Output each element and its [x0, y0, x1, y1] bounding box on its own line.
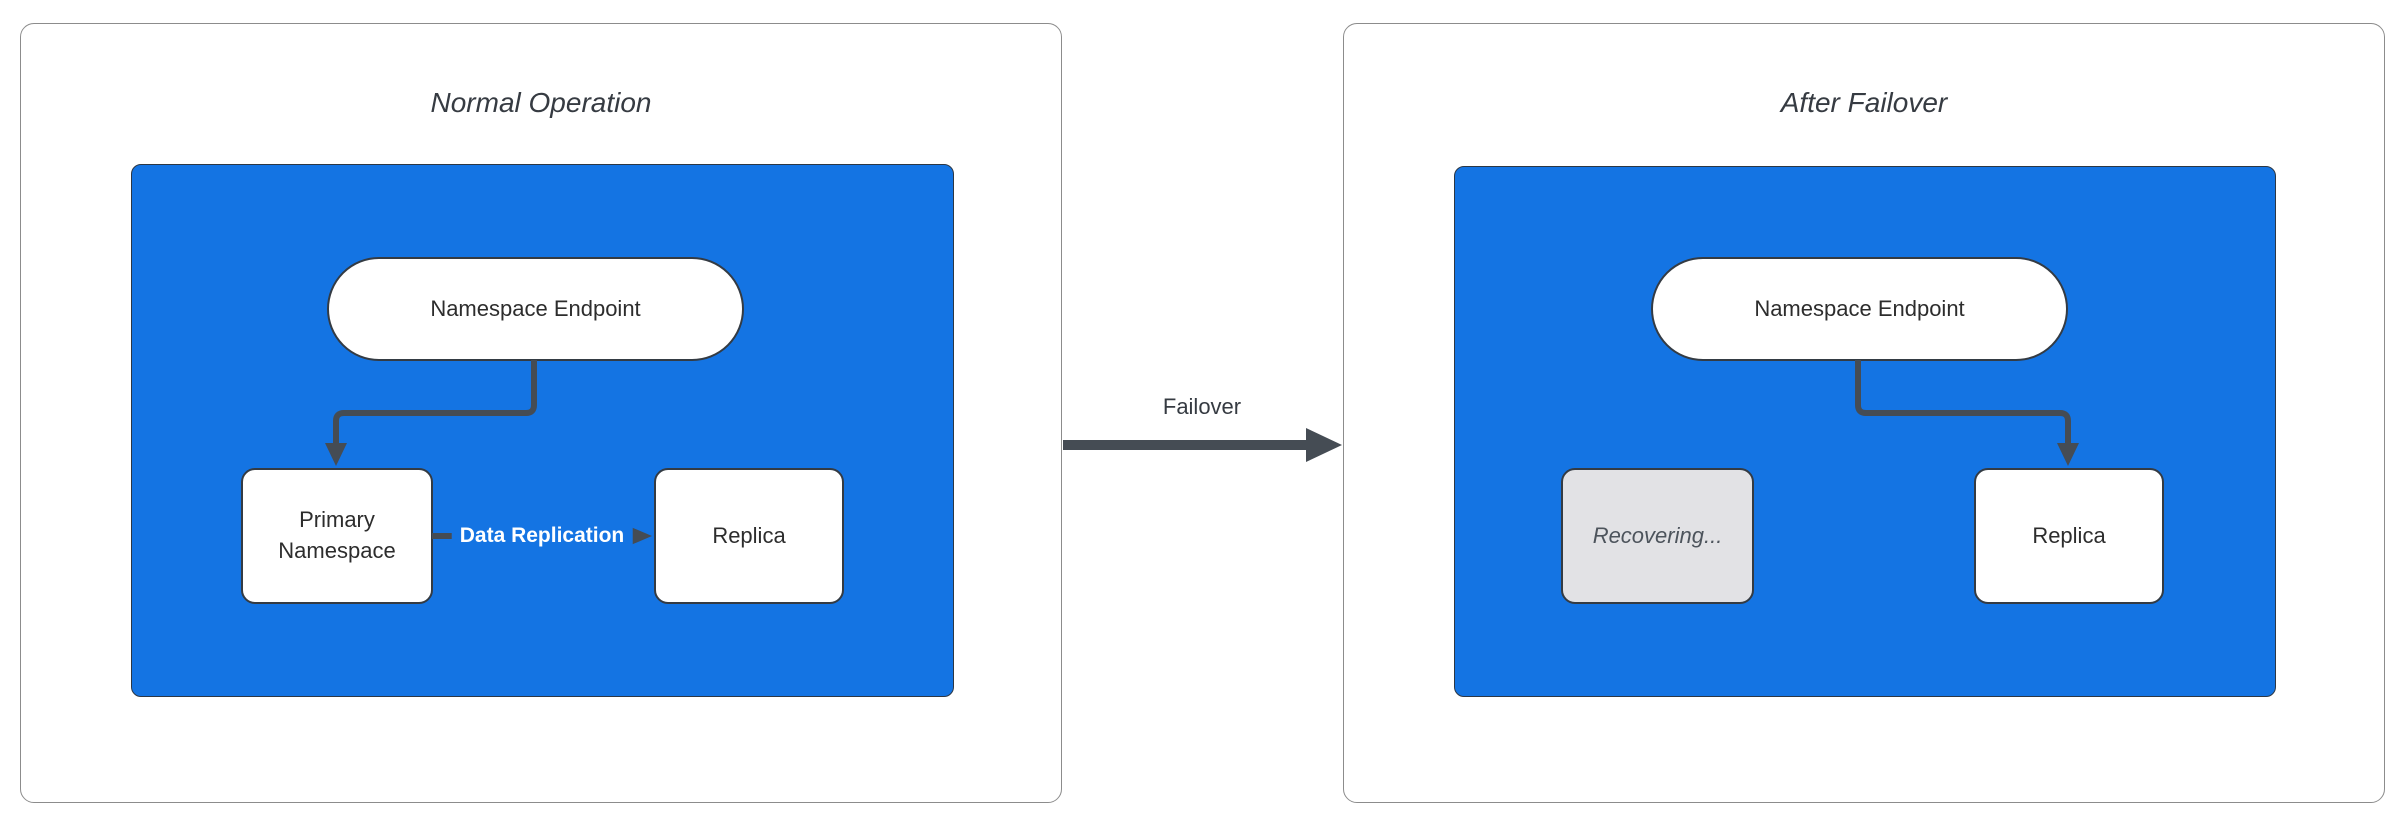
node-namespace-endpoint: Namespace Endpoint [327, 257, 744, 361]
failover-arrowhead-icon [1306, 428, 1342, 462]
node-replica-normal-label: Replica [712, 522, 786, 548]
edge-label-data-replication: Data Replication [451, 521, 633, 551]
node-namespace-endpoint-label: Namespace Endpoint [430, 295, 641, 321]
cluster-normal-container [131, 164, 954, 697]
node-replica-after: Replica [1974, 468, 2164, 604]
node-recovering-label: Recovering... [1592, 522, 1723, 548]
node-primary-namespace-label: Primary Namespace [278, 507, 396, 563]
node-primary-namespace: Primary Namespace [241, 468, 433, 604]
node-replica-after-label: Replica [2032, 522, 2106, 548]
cluster-after-container [1454, 166, 2276, 697]
node-namespace-endpoint-after: Namespace Endpoint [1651, 257, 2068, 361]
node-namespace-endpoint-after-label: Namespace Endpoint [1754, 295, 1965, 321]
edge-label-failover: Failover [1162, 394, 1242, 419]
node-recovering: Recovering... [1561, 468, 1754, 604]
panel-normal-title: Normal Operation [430, 87, 652, 118]
panel-normal-operation: Normal Operation Namespace Endpoint Prim… [20, 23, 1062, 803]
panel-after-title: After Failover [1780, 87, 1948, 118]
panel-after-failover: After Failover Namespace Endpoint Recove… [1343, 23, 2385, 803]
node-replica-normal: Replica [654, 468, 844, 604]
